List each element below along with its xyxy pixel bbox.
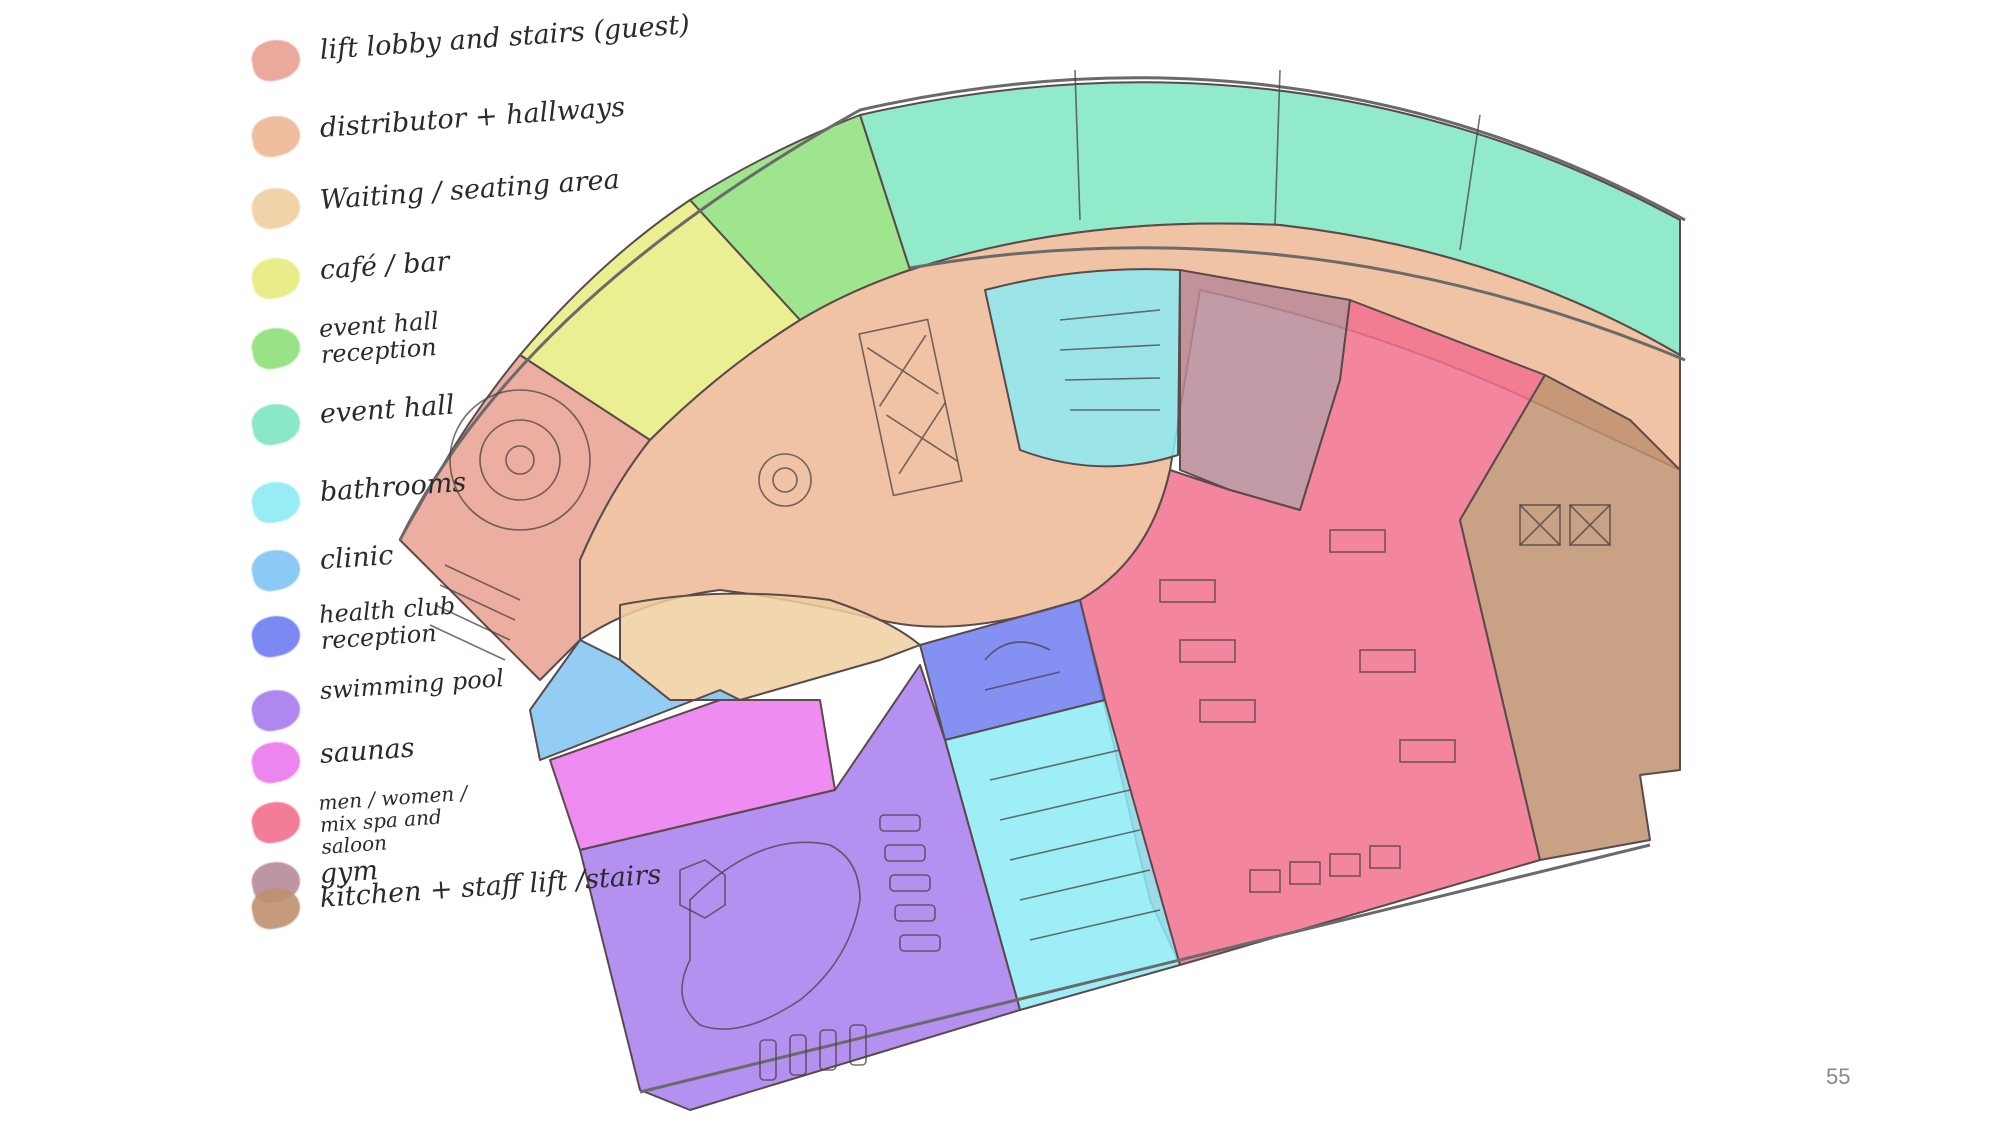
legend-swatch [248, 183, 304, 233]
legend-item-distributor: distributor + hallways [240, 92, 700, 178]
zone-swimming-pool [579, 664, 1021, 1111]
legend-item-lift-lobby: lift lobby and stairs (guest) [240, 9, 700, 100]
legend-swatch [248, 323, 304, 373]
legend-swatch [248, 477, 304, 527]
legend-label: café / bar [318, 245, 451, 286]
zone-clinic [529, 639, 741, 761]
round-feature [758, 453, 812, 507]
building-bottom-edge [639, 843, 1651, 1094]
zone-saunas [549, 699, 836, 851]
legend-item-event-hall: event hall [240, 390, 700, 466]
legend-swatch [248, 685, 304, 735]
legend-label: health club reception [318, 591, 457, 655]
legend-item-health-club: health club reception [240, 592, 700, 668]
pool-umbrella [679, 859, 726, 919]
legend-swatch [248, 737, 304, 787]
bathroom-stalls [989, 309, 1161, 941]
legend-swatch [248, 399, 304, 449]
legend-item-bathrooms: bathrooms [240, 467, 700, 546]
page-number: 55 [1826, 1064, 1851, 1089]
legend-swatch [248, 111, 304, 161]
pool-loungers [759, 814, 941, 1081]
legend-item-spa: men / women / mix spa and saloon [240, 781, 700, 860]
legend-label: bathrooms [318, 466, 468, 508]
spiral-stair [449, 389, 591, 531]
legend-label: swimming pool [319, 664, 505, 705]
legend-swatch [248, 35, 304, 85]
reception-desk [984, 641, 1051, 661]
legend-swatch [248, 253, 304, 303]
color-legend: lift lobby and stairs (guest) distributo… [240, 9, 700, 930]
legend-swatch [248, 883, 304, 933]
legend-label: saunas [318, 732, 416, 770]
legend-item-kitchen: kitchen + staff lift /stairs [240, 859, 700, 948]
pool-basin [681, 841, 861, 1030]
guest-lift-shaft [858, 318, 963, 497]
legend-label: clinic [318, 539, 395, 576]
legend-swatch [248, 797, 304, 847]
legend-swatch [248, 611, 304, 661]
zone-kitchen-staff [1459, 374, 1681, 861]
building-inner-arc [909, 246, 1686, 362]
event-hall-partitions [1074, 69, 1481, 251]
legend-label: event hall [318, 389, 456, 430]
legend-label: event hall reception [318, 306, 440, 369]
legend-item-waiting: Waiting / seating area [240, 164, 700, 250]
building-outer-arc [398, 76, 1686, 541]
legend-swatch [248, 545, 304, 595]
staff-lift-shaft [1519, 504, 1561, 546]
legend-label: distributor + hallways [318, 91, 627, 144]
legend-item-pool: swimming pool [240, 664, 700, 744]
legend-label: men / women / mix spa and saloon [317, 780, 469, 859]
spa-furniture [1159, 529, 1456, 893]
legend-item-event-reception: event hall reception [240, 307, 700, 384]
